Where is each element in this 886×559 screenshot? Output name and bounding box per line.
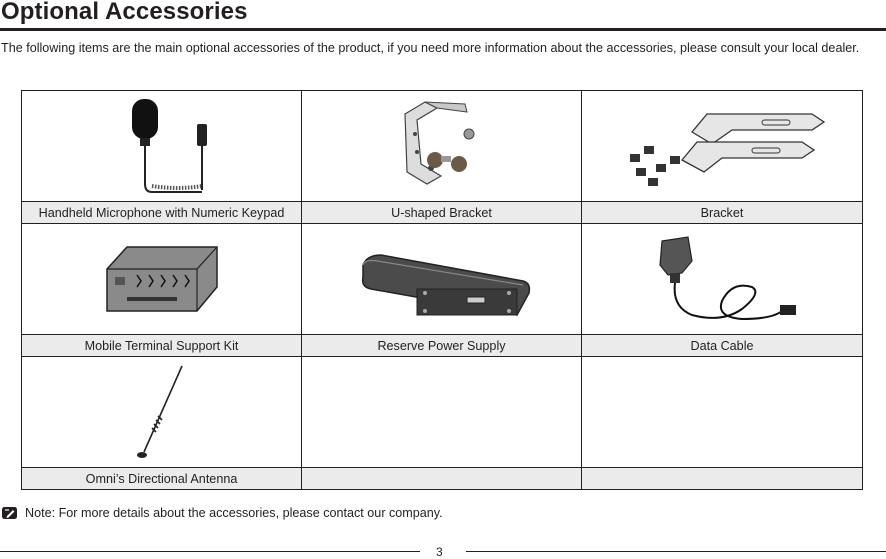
- accessory-label: Reserve Power Supply: [301, 334, 582, 357]
- note: Note: For more details about the accesso…: [1, 505, 443, 521]
- note-icon: [2, 507, 17, 519]
- page-number: 3: [436, 545, 443, 559]
- data-cable-icon: [659, 236, 796, 321]
- accessory-label: Bracket: [581, 201, 863, 224]
- accessory-label: U-shaped Bracket: [301, 201, 582, 224]
- accessory-image-cell: [581, 223, 863, 335]
- accessory-label: Handheld Microphone with Numeric Keypad: [21, 201, 302, 224]
- accessory-image-cell: [301, 90, 582, 202]
- accessory-image-cell: [21, 90, 302, 202]
- u-shaped-bracket-icon: [403, 101, 474, 185]
- power-supply-icon: [361, 254, 530, 316]
- bracket-icon: [630, 113, 826, 186]
- intro-text: The following items are the main optiona…: [1, 41, 860, 55]
- accessory-image-cell: [21, 223, 302, 335]
- table-row: Mobile Terminal Support Kit Reserve Powe…: [21, 334, 863, 357]
- accessory-label: Data Cable: [581, 334, 863, 357]
- table-row: [21, 223, 863, 335]
- support-kit-icon: [105, 246, 218, 312]
- page-title: Optional Accessories: [1, 0, 248, 25]
- accessory-image-cell: [581, 356, 863, 468]
- antenna-icon: [136, 365, 183, 458]
- table-row: [21, 356, 863, 468]
- accessory-label: Mobile Terminal Support Kit: [21, 334, 302, 357]
- title-rule: [0, 28, 886, 31]
- accessory-label: [581, 467, 863, 490]
- table-row: Omni’s Directional Antenna: [21, 467, 863, 490]
- accessory-image-cell: [301, 356, 582, 468]
- accessory-image-cell: [301, 223, 582, 335]
- footer-rule-right: [466, 551, 886, 552]
- note-text: Note: For more details about the accesso…: [25, 506, 443, 520]
- handheld-microphone-icon: [131, 99, 207, 193]
- accessories-table: Handheld Microphone with Numeric Keypad …: [21, 90, 863, 490]
- accessory-label: Omni’s Directional Antenna: [21, 467, 302, 490]
- accessory-image-cell: [581, 90, 863, 202]
- footer-rule-left: [0, 551, 420, 552]
- table-row: Handheld Microphone with Numeric Keypad …: [21, 201, 863, 224]
- accessory-label: [301, 467, 582, 490]
- table-row: [21, 90, 863, 202]
- accessory-image-cell: [21, 356, 302, 468]
